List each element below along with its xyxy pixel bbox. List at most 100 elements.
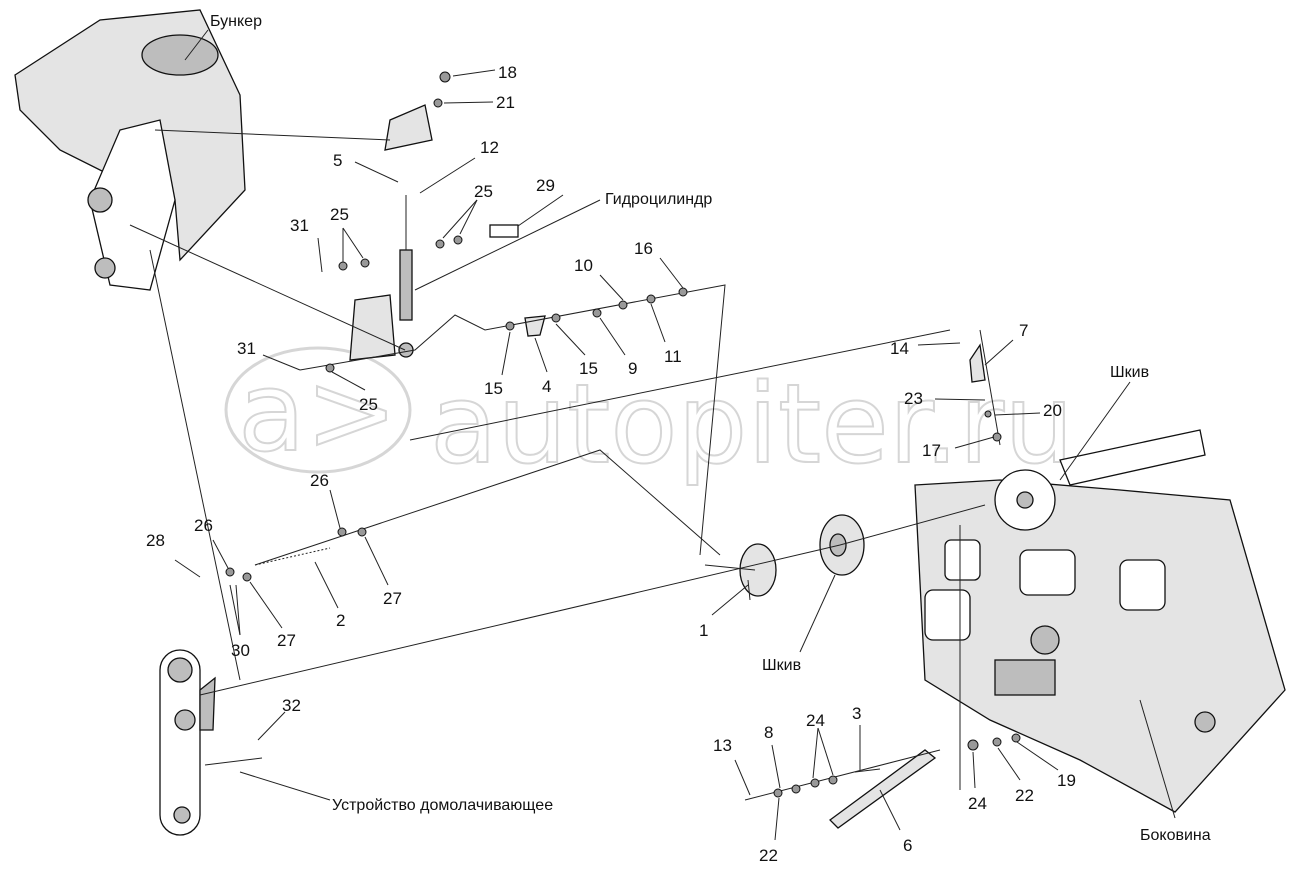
leader-line <box>734 759 751 796</box>
leader-line <box>235 584 241 636</box>
leader-line <box>659 257 684 289</box>
callout: 25 <box>359 395 378 414</box>
bunker-part <box>14 9 246 291</box>
callout: 26 <box>310 471 329 490</box>
washer <box>984 410 992 418</box>
leader-line <box>711 584 749 616</box>
callout: 26 <box>194 516 213 535</box>
leader-line <box>239 771 331 801</box>
callout: 13 <box>713 736 732 755</box>
leader-line <box>599 274 624 301</box>
leader-line <box>501 331 511 376</box>
callout: 9 <box>628 359 637 378</box>
callout: 4 <box>542 377 551 396</box>
watermark: a> autopiter.ru <box>224 346 1075 489</box>
washer <box>325 363 335 373</box>
washer <box>618 300 628 310</box>
leader-line <box>314 561 339 609</box>
callout: 27 <box>383 589 402 608</box>
leader-line <box>414 199 601 291</box>
callout: 15 <box>484 379 503 398</box>
svg-text:a>: a> <box>238 348 398 476</box>
leader-line <box>934 398 986 401</box>
label-bunker: Бункер <box>210 13 262 30</box>
leader-line <box>534 337 548 373</box>
callout: 12 <box>480 138 499 157</box>
leader-line <box>262 354 301 371</box>
leader-line <box>517 194 564 227</box>
leader-line <box>954 436 995 449</box>
leader-line <box>212 539 229 569</box>
callout: 2 <box>336 611 345 630</box>
leader-line <box>459 199 478 235</box>
leader-line <box>879 789 901 831</box>
spring-part <box>254 547 331 566</box>
washer <box>592 308 602 318</box>
callout: 6 <box>903 836 912 855</box>
leader-line <box>997 747 1021 781</box>
label-hydrocylinder: Гидроцилиндр <box>605 191 712 208</box>
washer <box>967 739 979 751</box>
leader-line <box>1016 741 1059 771</box>
callout: 16 <box>634 239 653 258</box>
callout: 25 <box>474 182 493 201</box>
part-names: Бункер Гидроцилиндр Шкив Шкив Устройство… <box>210 13 1211 844</box>
washer <box>433 98 443 108</box>
leader-line <box>1139 699 1176 819</box>
callout: 29 <box>536 176 555 195</box>
leader-line <box>452 69 496 77</box>
callout: 23 <box>904 389 923 408</box>
callout: 31 <box>290 216 309 235</box>
callout: 18 <box>498 63 517 82</box>
callout: 30 <box>231 641 250 660</box>
leader-line <box>342 227 364 259</box>
washer <box>810 778 820 788</box>
washer <box>242 572 252 582</box>
callout: 21 <box>496 93 515 112</box>
leader-line <box>442 199 478 239</box>
washer <box>1011 733 1021 743</box>
callout: 7 <box>1019 321 1028 340</box>
leader-line <box>972 751 976 789</box>
callout: 17 <box>922 441 941 460</box>
washer <box>791 784 801 794</box>
label-side-panel: Боковина <box>1140 827 1211 844</box>
label-threshing-device: Устройство домолачивающее <box>332 797 553 814</box>
svg-text:autopiter.ru: autopiter.ru <box>430 360 1074 488</box>
callout: 1 <box>699 621 708 640</box>
callout: 3 <box>852 704 861 723</box>
leader-line <box>774 797 780 841</box>
callout: 24 <box>806 711 825 730</box>
washer <box>338 261 348 271</box>
washer <box>225 567 235 577</box>
leader-line <box>331 371 366 391</box>
washer <box>773 788 783 798</box>
leader-line <box>917 342 961 346</box>
callout: 22 <box>759 846 778 865</box>
threshing-device-part <box>159 649 263 836</box>
leader-line <box>249 581 283 629</box>
washer <box>360 258 370 268</box>
washers <box>225 71 1021 798</box>
washer <box>453 235 463 245</box>
leader-line <box>650 303 666 343</box>
leader-line <box>174 559 201 578</box>
leader-line <box>317 237 323 273</box>
leader-line <box>443 101 494 104</box>
washer <box>551 313 561 323</box>
washer <box>646 294 656 304</box>
leader-line <box>771 744 781 789</box>
leader-line <box>984 339 1014 366</box>
belt-part <box>829 749 937 829</box>
callout: 14 <box>890 339 909 358</box>
washer <box>678 287 688 297</box>
washer <box>992 432 1002 442</box>
washer <box>505 321 515 331</box>
leader-line <box>419 157 476 194</box>
leader-lines <box>174 29 1176 841</box>
leader-line <box>1059 381 1131 481</box>
hydrocylinder-part <box>349 104 986 383</box>
